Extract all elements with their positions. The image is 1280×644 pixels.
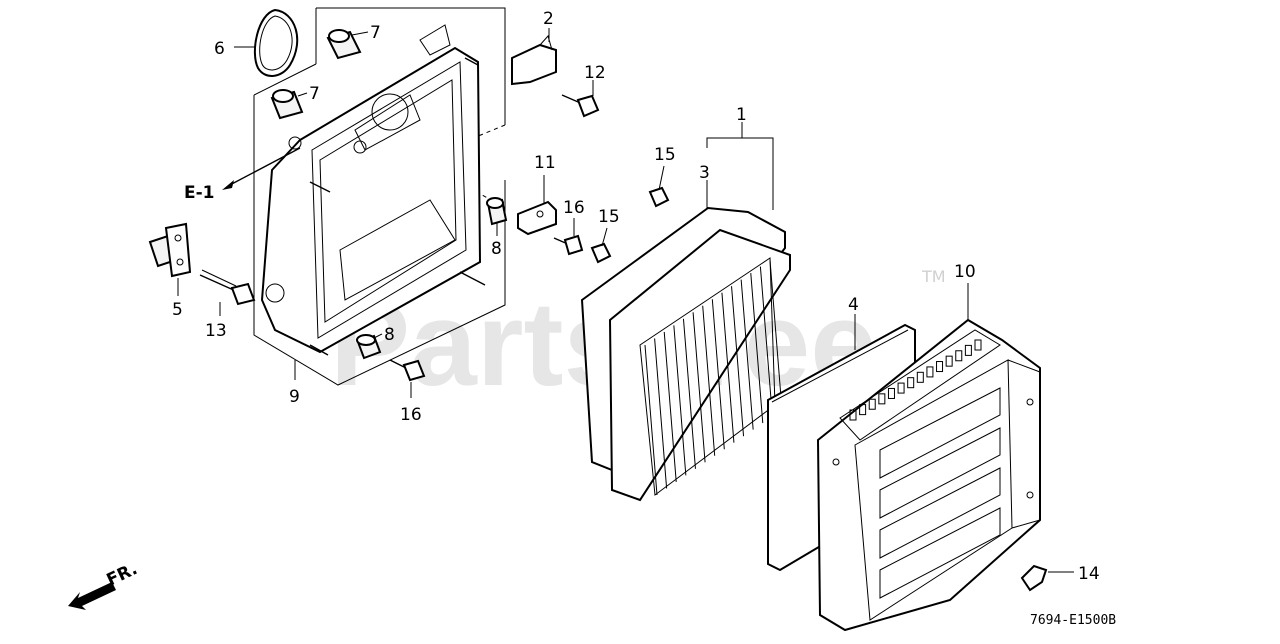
part-12-bolt [561, 94, 600, 118]
callout-13: 13 [205, 321, 227, 341]
front-label: FR. [104, 559, 141, 590]
callout-11: 11 [534, 153, 556, 173]
callout-14: 14 [1078, 564, 1100, 584]
callout-16a: 16 [563, 198, 585, 218]
part-8-grommet-top [486, 197, 508, 226]
part-10-cover [816, 318, 1041, 632]
part-8-grommet-bottom [356, 334, 382, 360]
front-direction-arrow-icon [68, 582, 116, 610]
callout-1: 1 [736, 105, 747, 125]
callout-8a: 8 [491, 239, 502, 259]
callout-4: 4 [848, 295, 859, 315]
part-1-filter-element [580, 206, 791, 502]
callout-16b: 16 [400, 405, 422, 425]
callout-2: 2 [543, 9, 554, 29]
part-7-collar-bottom [270, 89, 304, 120]
callout-7b: 7 [309, 84, 320, 104]
air-cleaner-case-group [253, 7, 506, 386]
callout-9: 9 [289, 387, 300, 407]
callout-12: 12 [584, 63, 606, 83]
part-15-nut-top [648, 186, 670, 208]
part-5-bracket [148, 222, 192, 278]
diagram-code: 7694-E1500B [1030, 613, 1116, 628]
part-13-bolt [199, 269, 256, 306]
part-2-bracket [511, 43, 557, 86]
callout-15b: 15 [598, 207, 620, 227]
part-16-bolt-mid [553, 234, 584, 256]
callout-8b: 8 [384, 325, 395, 345]
part-6-gasket [253, 8, 299, 77]
callout-5: 5 [172, 300, 183, 320]
part-11-bracket [517, 200, 557, 236]
part-7-collar-top [326, 29, 362, 60]
part-16-bolt-bottom [389, 359, 426, 382]
callout-10: 10 [954, 262, 976, 282]
callout-7a: 7 [370, 23, 381, 43]
callout-15a: 15 [654, 145, 676, 165]
part-14-clip [1020, 564, 1048, 592]
callout-3: 3 [699, 163, 710, 183]
watermark-trademark: TM [921, 267, 946, 286]
callout-6: 6 [214, 39, 225, 59]
part-15-nut-mid [590, 242, 612, 264]
reference-e1: E-1 [184, 183, 215, 203]
